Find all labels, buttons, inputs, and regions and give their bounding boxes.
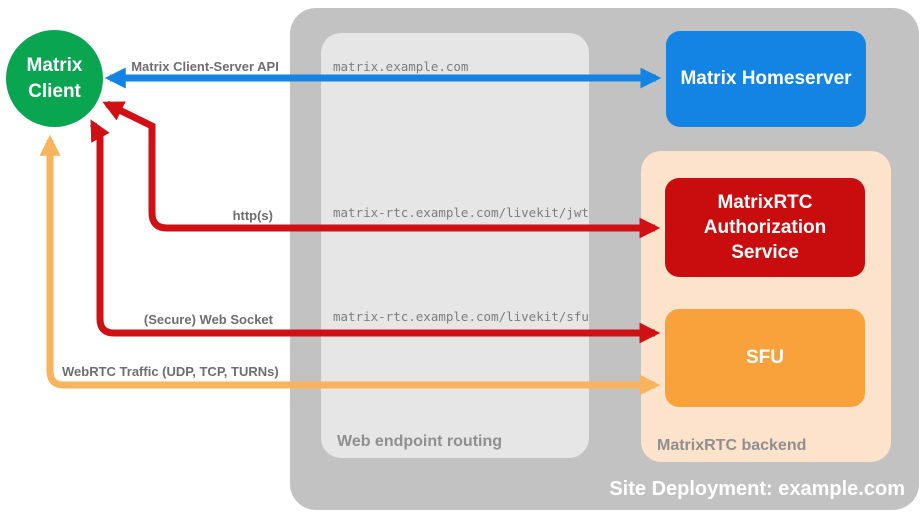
https-label: http(s) [232,208,273,223]
matrixrtc-backend-label: MatrixRTC backend [657,437,807,454]
site-deployment-label: Site Deployment: example.com [609,478,905,500]
endpoint-livekit-jwt: matrix-rtc.example.com/livekit/jwt [333,205,589,220]
webrtc-traffic-label: WebRTC Traffic (UDP, TCP, TURNs) [62,364,279,379]
web-endpoint-routing-container: Web endpoint routing [321,33,589,458]
node-matrixrtc-auth-service: MatrixRTC Authorization Service [665,178,865,277]
node-matrix-client: Matrix Client [6,30,103,127]
matrix-client-label: Matrix Client [26,55,83,102]
node-matrix-homeserver: Matrix Homeserver [666,31,866,127]
sfu-label: SFU [746,347,784,369]
node-sfu: SFU [665,309,865,407]
matrixrtc-auth-service-label: MatrixRTC Authorization Service [703,191,827,264]
websocket-label: (Secure) Web Socket [143,312,273,327]
endpoint-matrix-example-com: matrix.example.com [333,59,469,74]
client-server-api-label: Matrix Client-Server API [131,59,279,74]
endpoint-livekit-sfu: matrix-rtc.example.com/livekit/sfu [333,309,589,324]
web-endpoint-routing-label: Web endpoint routing [337,433,503,450]
matrix-homeserver-label: Matrix Homeserver [680,68,852,90]
